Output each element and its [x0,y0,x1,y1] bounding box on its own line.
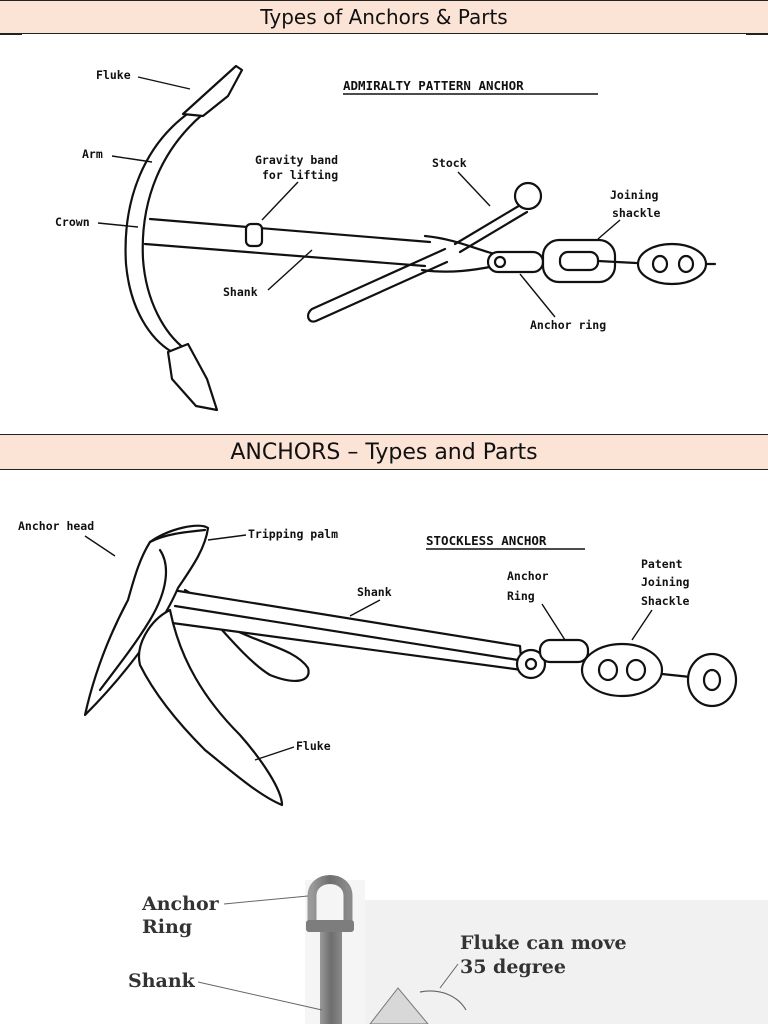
leader-fluke [137,76,191,90]
admiralty-chain-link [636,242,708,286]
stockless-shank [148,586,524,672]
leader-gravity-band [261,181,299,221]
stockless-anchor-ring [515,648,547,680]
label-shank: Shank [223,285,258,299]
stockless-tripping-palm [148,528,207,544]
label-joining-shackle-2: shackle [612,206,661,220]
stockless-label-patent-1: Patent [641,557,683,571]
admiralty-shank [143,217,432,268]
photo-anchor-ring [307,875,353,922]
leader-anchor-ring [519,273,556,318]
stockless-title: STOCKLESS ANCHOR [426,533,547,548]
admiralty-shackle-inner [558,250,600,272]
label-anchor-ring: Anchor ring [530,318,606,332]
stockless-shank-edge [173,604,520,662]
stockless-label-patent-2: Joining [641,575,690,589]
photo-label-fluke-2: 35 degree [460,956,566,978]
stockless-label-tripping-palm: Tripping palm [248,527,338,541]
stockless-leader-fluke [254,746,295,761]
photo-label-anchor-ring-1: Anchor [141,893,220,915]
banner-tick-left [0,34,22,35]
top-banner: Types of Anchors & Parts [0,0,768,34]
stockless-chain-link-hole [702,668,722,692]
leader-arm [111,155,153,163]
leader-joining-shackle [597,219,621,240]
stockless-shackle-hole-a [597,658,619,682]
middle-banner: ANCHORS – Types and Parts [0,434,768,470]
stockless-ring-hole [524,657,538,671]
admiralty-title: ADMIRALTY PATTERN ANCHOR [343,78,524,93]
label-joining-shackle-1: Joining [610,188,659,202]
admiralty-chain-link-hole-b [677,254,695,274]
stockless-label-patent-3: Shackle [641,594,690,608]
stockless-label-shank: Shank [357,585,392,599]
label-fluke: Fluke [96,68,131,82]
stockless-label-fluke: Fluke [296,739,331,753]
stockless-label-anchor-ring-2: Ring [507,589,535,603]
admiralty-ring-pin [493,255,507,269]
admiralty-anchor-ring [486,250,545,274]
admiralty-stock [306,202,529,323]
label-gravity-band-2: for lifting [262,168,338,182]
photo-leader-fluke [439,963,459,989]
anchor-photo-diagram: Anchor Ring Shank Fluke can move 35 degr… [128,875,768,1024]
stockless-shackle-hole-b [625,658,647,682]
photo-fluke [369,987,429,1024]
stockless-label-anchor-ring-1: Anchor [507,569,549,583]
stockless-label-anchor-head: Anchor head [18,519,94,533]
leader-shank [267,249,313,291]
admiralty-chain-link-hole-a [651,254,669,274]
photo-backdrop [360,900,768,1024]
photo-fluke-arc [419,990,467,1011]
leader-crown [97,222,139,228]
stockless-leader-tripping-palm [207,534,247,541]
stockless-patent-shackle [580,642,664,698]
photo-leader-anchor-ring [223,895,309,905]
stockless-leader-patent [631,609,653,641]
label-arm: Arm [82,147,103,161]
photo-label-shank: Shank [128,970,196,992]
photo-label-fluke-1: Fluke can move [460,932,627,954]
admiralty-gravity-band [244,222,264,248]
label-stock: Stock [432,156,467,170]
stockless-leader-shank [349,599,381,617]
stockless-leader-anchor-ring [541,603,566,641]
middle-banner-title: ANCHORS – Types and Parts [230,439,538,465]
label-crown: Crown [55,215,90,229]
admiralty-lower-fluke [166,342,219,412]
admiralty-upper-fluke [181,64,244,118]
admiralty-anchor-diagram: ADMIRALTY PATTERN ANCHOR Fluke Arm Crown… [55,64,717,412]
stockless-anchor-diagram: STOCKLESS ANCHOR Anchor head Tripping pa… [18,519,738,807]
admiralty-arm [124,110,205,354]
photo-shank [320,932,342,1024]
photo-ring-pin [306,920,354,932]
top-banner-title: Types of Anchors & Parts [260,5,508,29]
stockless-head-inner [98,548,167,692]
leader-stock [457,171,491,207]
label-gravity-band-1: Gravity band [255,153,338,167]
admiralty-stock-ball [513,181,543,211]
photo-leader-shank [197,981,323,1011]
photo-label-anchor-ring-2: Ring [142,916,192,938]
stockless-ring-strap [538,638,590,664]
banner-tick-right [746,34,768,35]
stockless-chain-link [686,652,738,708]
stockless-leader-anchor-head [84,535,116,557]
stockless-front-fluke [137,608,284,807]
